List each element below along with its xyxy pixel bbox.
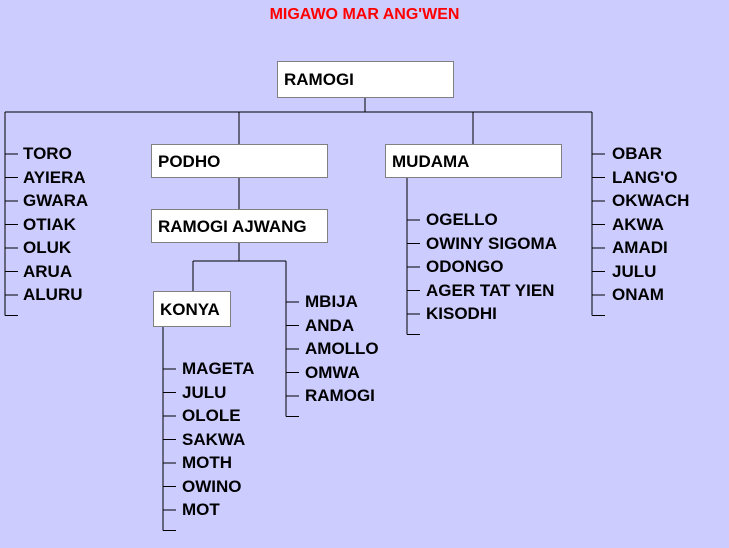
right-list-item: JULU [612,261,657,281]
mudama-child: AGER TAT YIEN [426,280,555,300]
mudama-child: ODONGO [426,257,504,276]
konya-child: MAGETA [182,359,255,378]
konya-child: SAKWA [182,429,246,449]
right-list-item: ONAM [612,285,664,304]
ramogi-ajwang-child: AMOLLO [305,339,379,358]
right-list-item: OKWACH [612,191,690,210]
left-list-item: TORO [23,144,72,163]
node-mudama: MUDAMA [385,144,562,178]
ramogi-ajwang-child: MBIJA [305,292,358,311]
konya-child: JULU [182,382,227,402]
mudama-child: OWINY SIGOMA [426,233,557,253]
left-list-item: ARUA [23,261,73,281]
konya-child: MOT [182,500,220,519]
right-list-item: AMADI [612,238,668,257]
node-ramogi: RAMOGI [277,61,454,98]
node-konya: KONYA [153,291,231,327]
ramogi-ajwang-child: RAMOGI [305,386,375,405]
konya-child: OWINO [182,476,242,496]
left-list-item: AYIERA [23,167,86,187]
right-list-item: AKWA [612,214,664,234]
node-ramogi-ajwang: RAMOGI AJWANG [151,209,328,243]
right-list-item: LANG'O [612,167,678,187]
konya-child: MOTH [182,453,233,472]
left-list-item: ALURU [23,285,83,304]
node-podho: PODHO [151,144,328,178]
left-list-item: GWARA [23,191,89,210]
ramogi-ajwang-child: ANDA [305,315,355,335]
left-list-item: OTIAK [23,214,76,234]
konya-child: OLOLE [182,406,241,425]
diagram-title: MIGAWO MAR ANG'WEN [269,6,460,23]
mudama-child: KISODHI [426,304,497,323]
right-list-item: OBAR [612,144,663,163]
mudama-child: OGELLO [426,210,498,229]
left-list-item: OLUK [23,238,72,257]
ramogi-ajwang-child: OMWA [305,362,360,382]
